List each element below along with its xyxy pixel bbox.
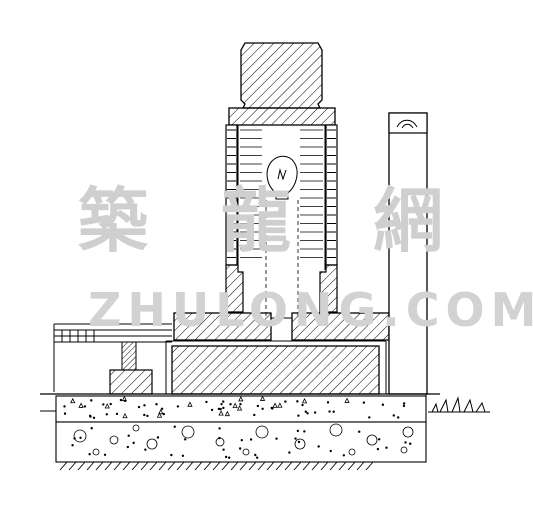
watermark-char-2: 龍 <box>221 180 291 262</box>
post-stem-left <box>225 264 244 313</box>
watermark-char-3: 網 <box>373 180 443 262</box>
lamp-neck <box>228 107 336 126</box>
side-bench <box>53 323 172 392</box>
gravel-stones <box>71 423 414 459</box>
right-post-cap <box>388 112 428 134</box>
louver-right-column <box>325 124 338 266</box>
base-plate-right <box>291 312 390 341</box>
post-stem-right <box>319 264 338 313</box>
grass-tuft <box>428 396 490 413</box>
bench-post <box>121 341 137 371</box>
right-post <box>388 112 428 395</box>
gravel-layer <box>55 421 427 463</box>
light-bulb <box>266 155 298 200</box>
bench-footing <box>109 369 153 395</box>
concrete-aggregate <box>63 395 406 420</box>
louver-slats <box>227 129 336 258</box>
foundation-block <box>171 345 380 395</box>
base-plate-left <box>173 312 272 341</box>
watermark-latin: ZHULONG.COM <box>88 283 533 337</box>
lamp-cap <box>240 42 323 109</box>
compacted-soil <box>59 461 374 471</box>
watermark-char-1: 築 <box>78 180 148 262</box>
